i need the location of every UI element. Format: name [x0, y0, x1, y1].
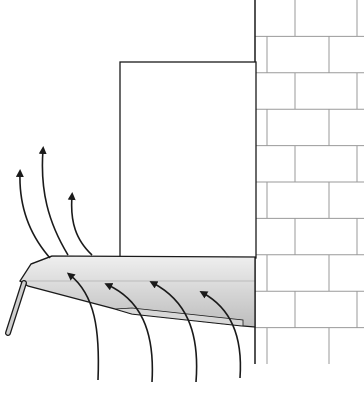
rising-arrow-1	[66, 272, 100, 381]
escaping-air-arrows	[15, 146, 93, 259]
escaping-arrow-3	[67, 192, 93, 256]
hood-handle	[5, 280, 27, 336]
escaping-arrow-1	[15, 169, 51, 259]
rising-arrow-2	[104, 283, 154, 383]
rising-arrow-4	[199, 291, 242, 379]
escaping-arrow-2	[38, 146, 69, 256]
mortar-lines	[255, 0, 364, 364]
rising-arrow-3	[149, 281, 198, 383]
range-hood	[5, 255, 256, 336]
hood-body	[19, 255, 256, 328]
hood-light-cover	[114, 307, 244, 327]
rising-air-arrows	[66, 272, 242, 383]
wall-cabinet	[119, 61, 257, 259]
brick-wall	[254, 0, 364, 364]
